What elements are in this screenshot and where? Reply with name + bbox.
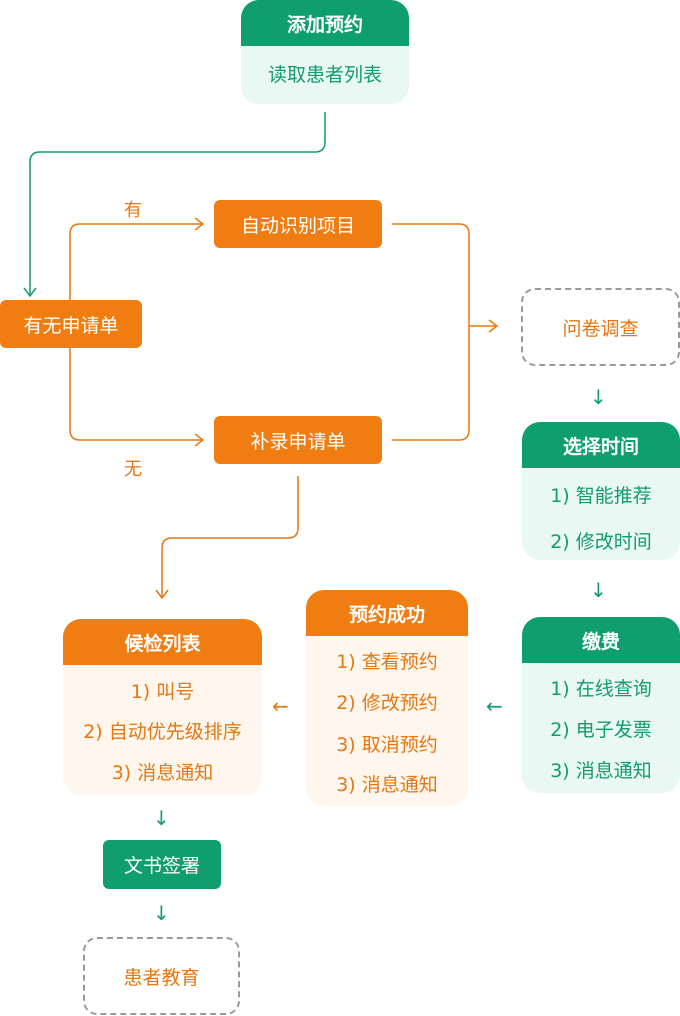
survey-label: 问卷调查 (562, 317, 639, 340)
document-sign-label: 文书签署 (123, 855, 200, 877)
connector-add-to-form (29, 112, 326, 296)
waiting-list-header: 候检列表 (63, 619, 262, 665)
select-time-item-2: 2) 修改时间 (550, 531, 652, 553)
arrow-to-waiting-list: ← (272, 694, 289, 718)
has-form-node: 有无申请单 (0, 300, 142, 348)
survey-node: 问卷调查 (521, 288, 680, 366)
waiting-list-item-1: 1) 叫号 (130, 681, 195, 703)
waiting-list-item-2: 2) 自动优先级排序 (83, 721, 242, 743)
patient-education-node: 患者教育 (83, 937, 240, 1015)
add-booking-title: 添加预约 (286, 13, 363, 36)
auto-identify-label: 自动识别项目 (240, 214, 355, 237)
booking-success-item-3: 3) 取消预约 (336, 734, 438, 756)
supplement-form-node: 补录申请单 (214, 416, 382, 464)
payment-header: 缴费 (522, 617, 680, 663)
booking-success-header: 预约成功 (306, 590, 468, 636)
arrowhead-form (23, 287, 37, 298)
arrow-to-booking-success: ← (486, 694, 503, 718)
arrow-to-payment: ↓ (590, 578, 607, 602)
patient-education-label: 患者教育 (123, 966, 200, 989)
branch-no-label: 无 (124, 459, 142, 480)
arrow-to-patient-education: ↓ (153, 901, 170, 925)
connector-yes (69, 223, 202, 300)
payment-body: 1) 在线查询 2) 电子发票 3) 消息通知 (522, 663, 680, 793)
supplement-form-label: 补录申请单 (250, 430, 346, 453)
booking-success-item-4: 3) 消息通知 (336, 774, 438, 796)
select-time-header: 选择时间 (522, 422, 680, 468)
auto-identify-node: 自动识别项目 (214, 200, 382, 248)
select-time-item-1: 1) 智能推荐 (550, 485, 652, 507)
waiting-list-item-3: 3) 消息通知 (111, 762, 214, 784)
select-time-title: 选择时间 (562, 435, 639, 458)
arrowhead-survey (488, 319, 499, 333)
has-form-label: 有无申请单 (23, 314, 119, 337)
payment-item-3: 3) 消息通知 (550, 760, 652, 782)
payment-item-1: 1) 在线查询 (550, 678, 652, 700)
arrowhead-yes (194, 217, 205, 231)
booking-success-body: 1) 查看预约 2) 修改预约 3) 取消预约 3) 消息通知 (306, 636, 468, 806)
add-booking-body: 读取患者列表 (241, 46, 409, 104)
document-sign-node: 文书签署 (103, 840, 221, 889)
payment-item-2: 2) 电子发票 (550, 719, 652, 741)
booking-success-title: 预约成功 (348, 603, 425, 626)
branch-yes-label: 有 (124, 200, 142, 221)
arrowhead-no (194, 433, 205, 447)
connector-to-waiting (161, 476, 299, 598)
arrowhead-waiting (155, 589, 169, 600)
waiting-list-title: 候检列表 (124, 632, 201, 655)
select-time-body: 1) 智能推荐 2) 修改时间 (522, 468, 680, 560)
payment-title: 缴费 (581, 630, 620, 653)
connector-no (69, 348, 202, 441)
booking-success-item-2: 2) 修改预约 (336, 692, 438, 714)
booking-success-item-1: 1) 查看预约 (336, 651, 438, 673)
arrow-to-document-sign: ↓ (153, 806, 170, 830)
arrow-to-select-time: ↓ (590, 385, 607, 409)
waiting-list-body: 1) 叫号 2) 自动优先级排序 3) 消息通知 (63, 665, 262, 795)
connector-merge (392, 223, 470, 441)
add-booking-header: 添加预约 (241, 0, 409, 46)
add-booking-line: 读取患者列表 (267, 64, 382, 86)
